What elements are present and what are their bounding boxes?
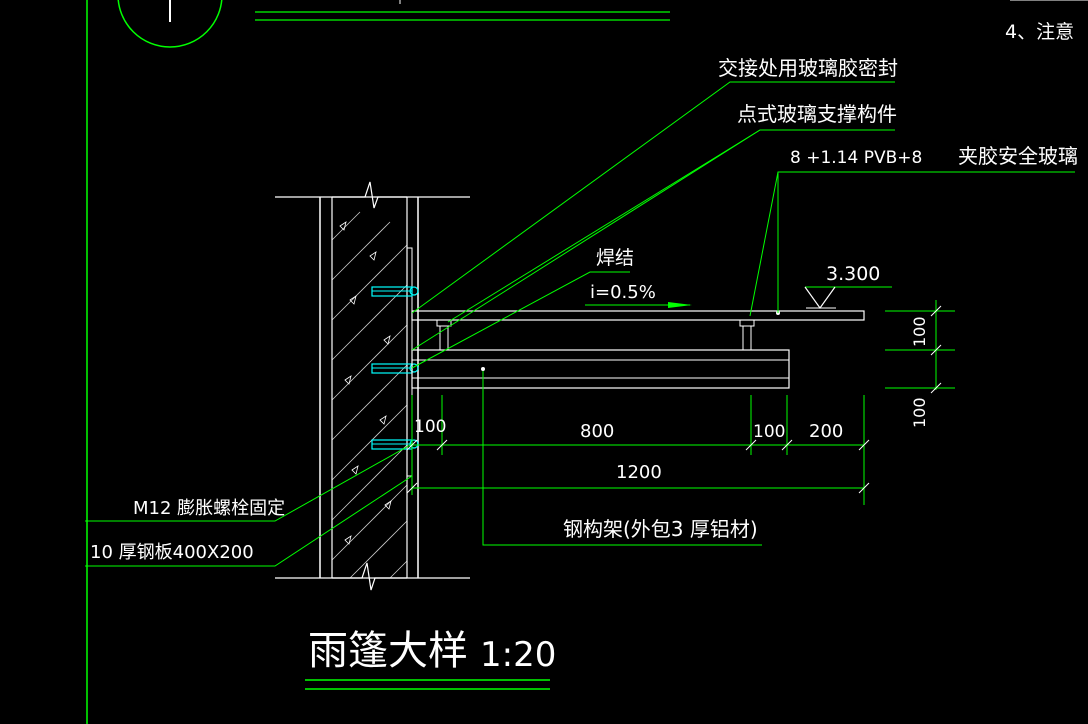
support-label: 点式玻璃支撑构件	[737, 102, 897, 126]
slope-arrow	[668, 302, 692, 308]
bolt-leader	[85, 443, 413, 522]
note-top-right: 4、注意	[1005, 21, 1074, 43]
sealant-label: 交接处用玻璃胶密封	[718, 56, 898, 80]
concrete-wall	[275, 181, 470, 591]
dim-100-left: 100	[414, 417, 446, 437]
expansion-bolts	[371, 286, 419, 450]
dim-800: 800	[580, 421, 614, 442]
elevation-label: 3.300	[826, 263, 880, 285]
glass-leader	[749, 171, 1075, 317]
dim-100-vertical-1: 100	[910, 316, 929, 347]
laminated-glass-panel	[411, 310, 865, 321]
frame-label: 钢构架(外包3 厚铝材)	[563, 517, 758, 541]
glass-spec-label: 8 +1.14 PVB+8	[790, 148, 922, 168]
vertical-dimensions	[885, 300, 955, 394]
detail-index-circle	[117, 0, 223, 48]
drawing-title: 雨篷大样	[308, 628, 468, 674]
plate-leader	[85, 475, 413, 567]
weld-label: 焊结	[596, 247, 634, 269]
slope-label: i=0.5%	[590, 282, 656, 303]
horizontal-dimensions	[406, 395, 870, 505]
drawing-scale: 1:20	[480, 635, 556, 675]
dim-200: 200	[809, 421, 843, 442]
elevation-marker	[804, 286, 892, 310]
steel-frame	[411, 349, 790, 389]
frame-leader	[482, 369, 762, 546]
dim-1200: 1200	[616, 462, 662, 483]
glass-support-pins	[436, 319, 755, 350]
plate-label: 10 厚钢板400X200	[90, 542, 254, 563]
dim-100-mid: 100	[753, 422, 785, 442]
sealant-leader	[411, 81, 895, 314]
dim-100-vertical-2: 100	[910, 397, 929, 428]
glass-type-label: 夹胶安全玻璃	[958, 144, 1078, 168]
weld-leader	[411, 271, 630, 369]
bolt-label: M12 膨胀螺栓固定	[133, 498, 285, 519]
